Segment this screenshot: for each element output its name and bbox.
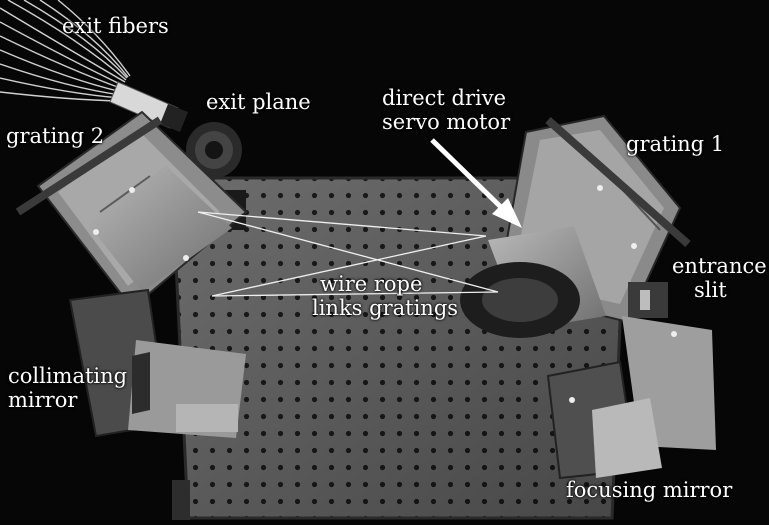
label-grating-2-text: grating 2 bbox=[6, 124, 105, 148]
label-grating-2: grating 2 bbox=[6, 124, 104, 148]
entrance-slit bbox=[628, 282, 668, 318]
label-exit-fibers-text: exit fibers bbox=[62, 14, 169, 38]
focusing-mirror bbox=[546, 316, 716, 480]
label-direct-drive-line2: servo motor bbox=[382, 110, 511, 134]
exit-fibers bbox=[0, 0, 131, 102]
label-wire-rope-line2: links gratings bbox=[312, 296, 459, 320]
grating-2-assembly bbox=[15, 110, 248, 310]
collimating-mirror bbox=[68, 288, 246, 520]
wire-rope bbox=[197, 211, 499, 297]
label-direct-drive-line1: direct drive bbox=[382, 86, 506, 110]
label-grating-1: grating 1 bbox=[626, 132, 724, 156]
label-focusing-mirror-text: focusing mirror bbox=[566, 478, 733, 502]
label-wire-rope-line1: wire rope bbox=[320, 272, 423, 296]
label-exit-plane: exit plane bbox=[206, 90, 311, 114]
label-exit-plane-text: exit plane bbox=[206, 90, 311, 114]
label-entrance-slit-line2: slit bbox=[694, 278, 727, 302]
label-collimating-mirror: collimating mirror bbox=[8, 364, 127, 412]
label-focusing-mirror: focusing mirror bbox=[566, 478, 732, 502]
arrow-icon bbox=[430, 138, 522, 228]
label-wire-rope-links-gratings: wire rope links gratings bbox=[312, 272, 458, 320]
servo-motor-base bbox=[460, 262, 580, 338]
label-collimating-mirror-line2: mirror bbox=[8, 388, 78, 412]
label-collimating-mirror-line1: collimating bbox=[8, 364, 128, 388]
fiber-connector bbox=[109, 81, 188, 132]
label-grating-1-text: grating 1 bbox=[626, 132, 725, 156]
label-entrance-slit: entrance slit bbox=[672, 254, 767, 302]
label-entrance-slit-line1: entrance bbox=[672, 254, 767, 278]
label-exit-fibers: exit fibers bbox=[62, 14, 169, 38]
label-direct-drive-servo-motor: direct drive servo motor bbox=[382, 86, 510, 134]
